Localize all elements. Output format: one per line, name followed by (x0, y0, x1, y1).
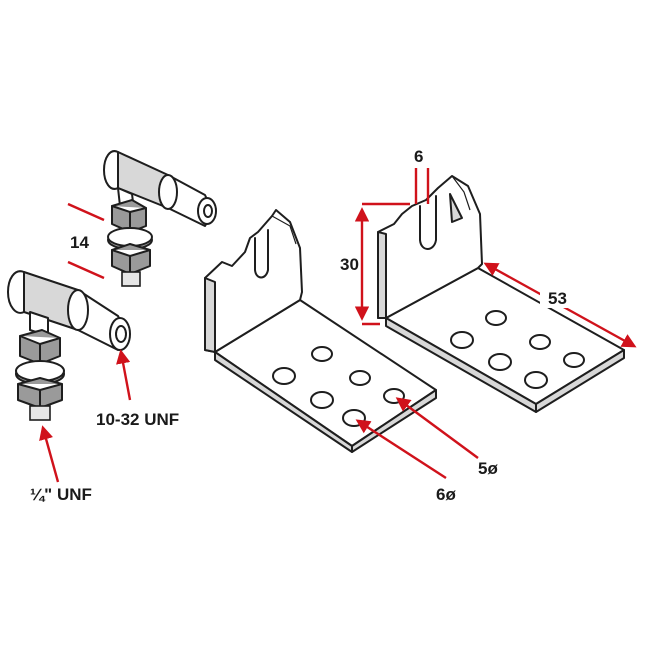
hole-label-5: 5ø (478, 459, 498, 478)
dimension-53: 53 (483, 262, 637, 348)
dimension-6-dia: 6ø (355, 419, 456, 504)
hole (349, 370, 371, 386)
hole (272, 367, 296, 385)
height-label-30: 30 (340, 255, 359, 274)
hole (488, 353, 512, 371)
hole (485, 310, 507, 326)
hole (563, 352, 585, 368)
hole (310, 391, 334, 409)
hole-label-6: 6ø (436, 485, 456, 504)
slot-label-6: 6 (414, 147, 423, 166)
hole (450, 331, 474, 349)
dimension-14: 14 (67, 202, 105, 280)
left-bracket (204, 209, 437, 453)
upper-ball-joint (103, 150, 217, 287)
dimension-10-32-unf: 10-32 UNF (96, 349, 179, 429)
hole (311, 346, 333, 362)
lower-ball-joint (7, 270, 131, 421)
hole (529, 334, 551, 350)
thread-label-quarter: ¼" UNF (30, 485, 92, 504)
dimension-quarter-unf: ¼" UNF (30, 425, 92, 504)
dimension-label-14: 14 (70, 233, 89, 252)
hole (524, 371, 548, 389)
thread-label-10-32: 10-32 UNF (96, 410, 179, 429)
dimension-6-slot: 6 (414, 147, 430, 204)
dimension-30: 30 (340, 202, 410, 326)
dimension-5-dia: 5ø (395, 397, 498, 478)
length-label-53: 53 (548, 289, 567, 308)
